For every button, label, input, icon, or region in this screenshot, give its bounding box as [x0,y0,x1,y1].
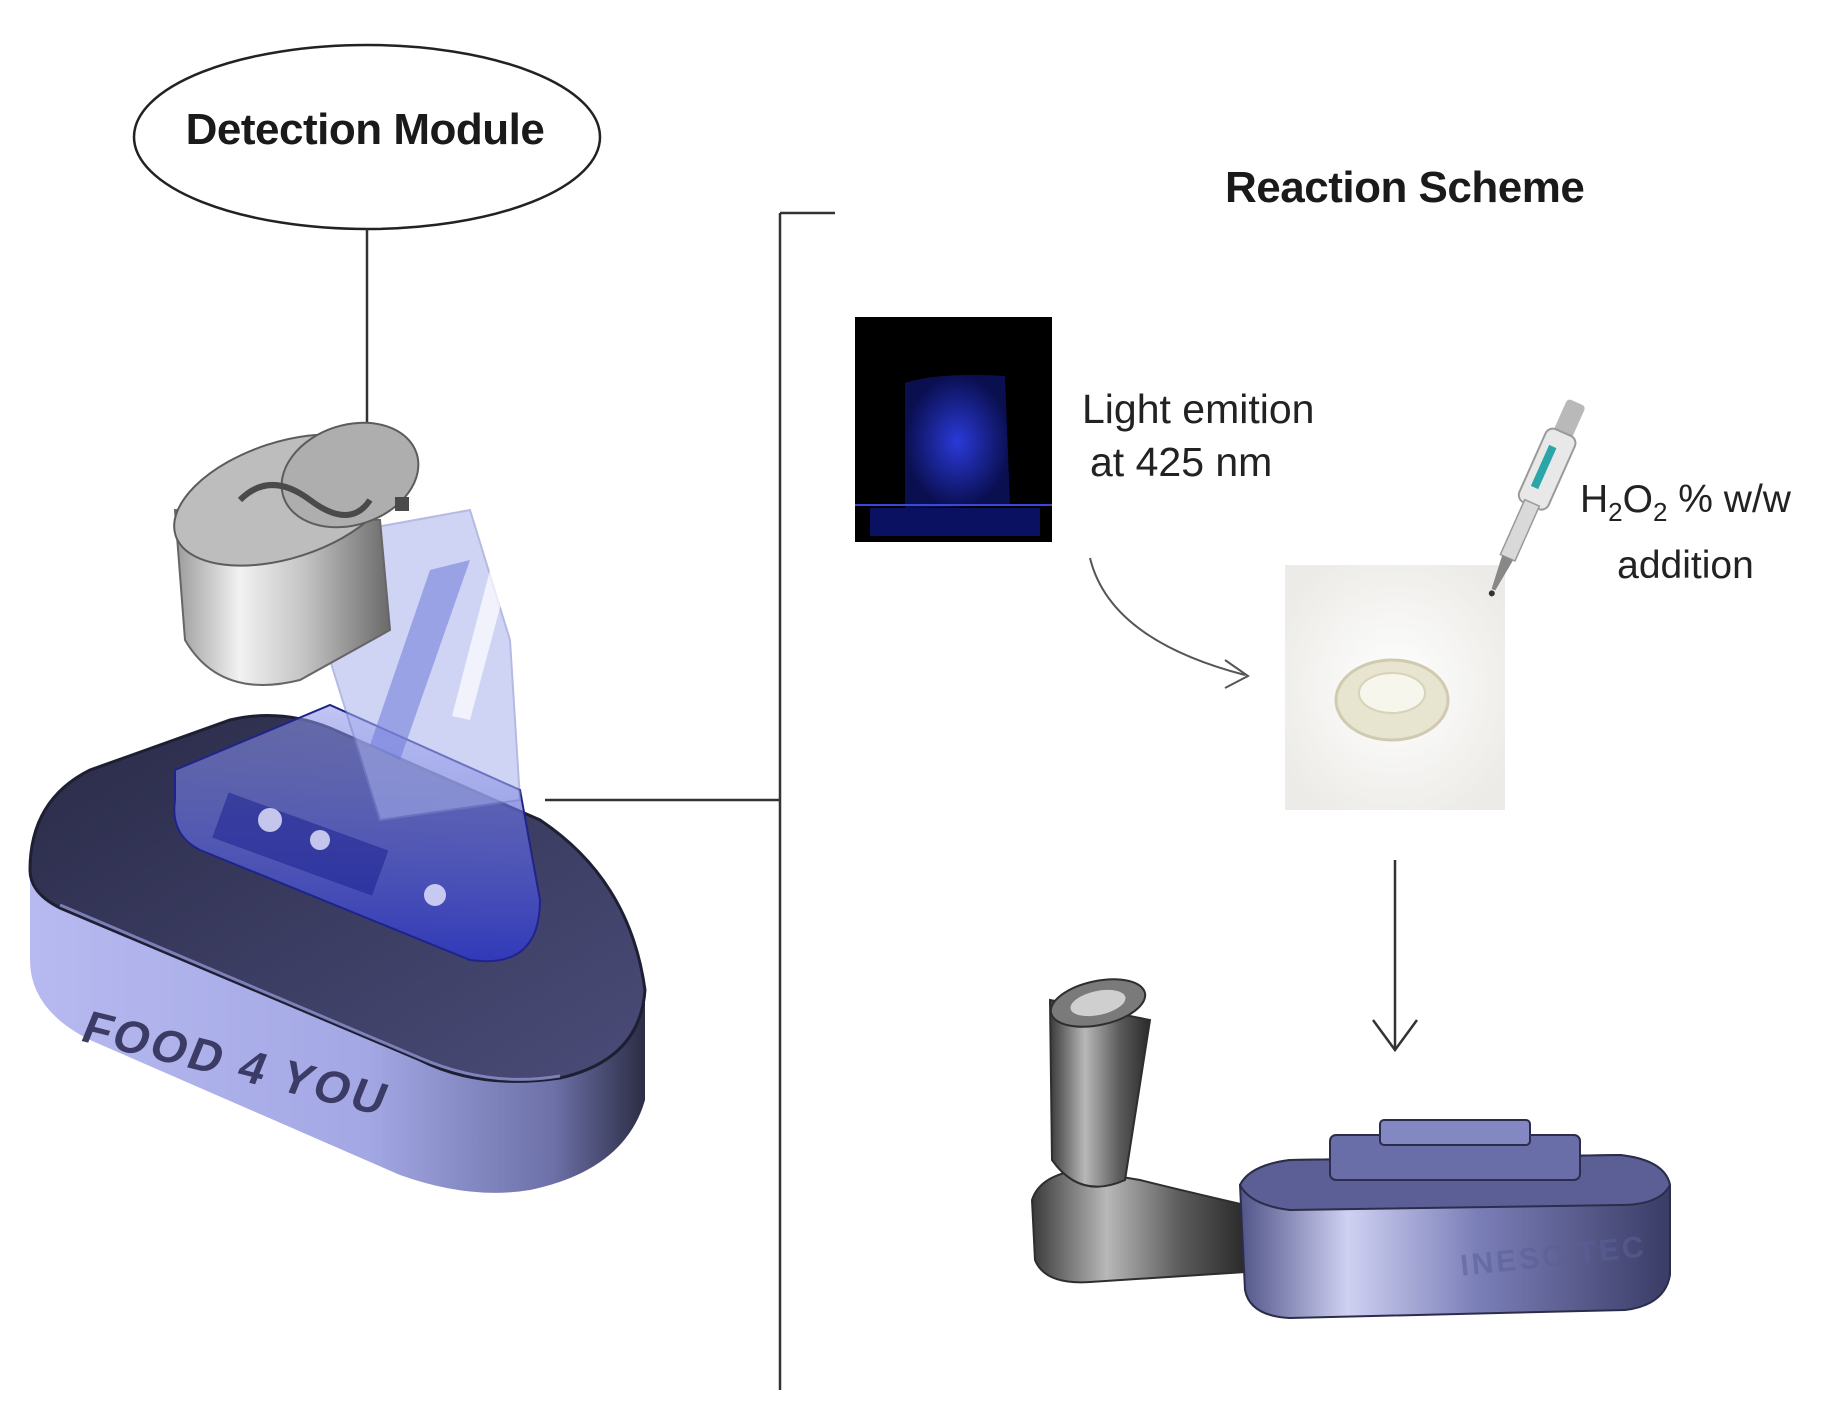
reaction-scheme-title: Reaction Scheme [1225,163,1585,212]
emission-photo [855,317,1052,542]
light-emission-label: Light emition at 425 nm [1082,383,1314,489]
light-emission-line2: at 425 nm [1090,439,1273,485]
reagent-formula: H2O2 % w/w [1580,478,1791,527]
sample-photo [1285,565,1505,810]
bracket-connector [545,211,835,1390]
arrow-down-reaction [1371,860,1419,1053]
reagent-label: H2O2 % w/w addition [1580,473,1791,593]
detection-device-illustration [28,421,647,1193]
curved-arrow-emission [1089,557,1250,689]
light-emission-line1: Light emition [1082,386,1315,432]
pipette-icon [1488,399,1585,597]
reagent-line2: addition [1617,543,1754,587]
reaction-device-illustration [1030,978,1672,1320]
arrow-down-detection [348,229,386,455]
detection-module-label: Detection Module [185,105,545,154]
